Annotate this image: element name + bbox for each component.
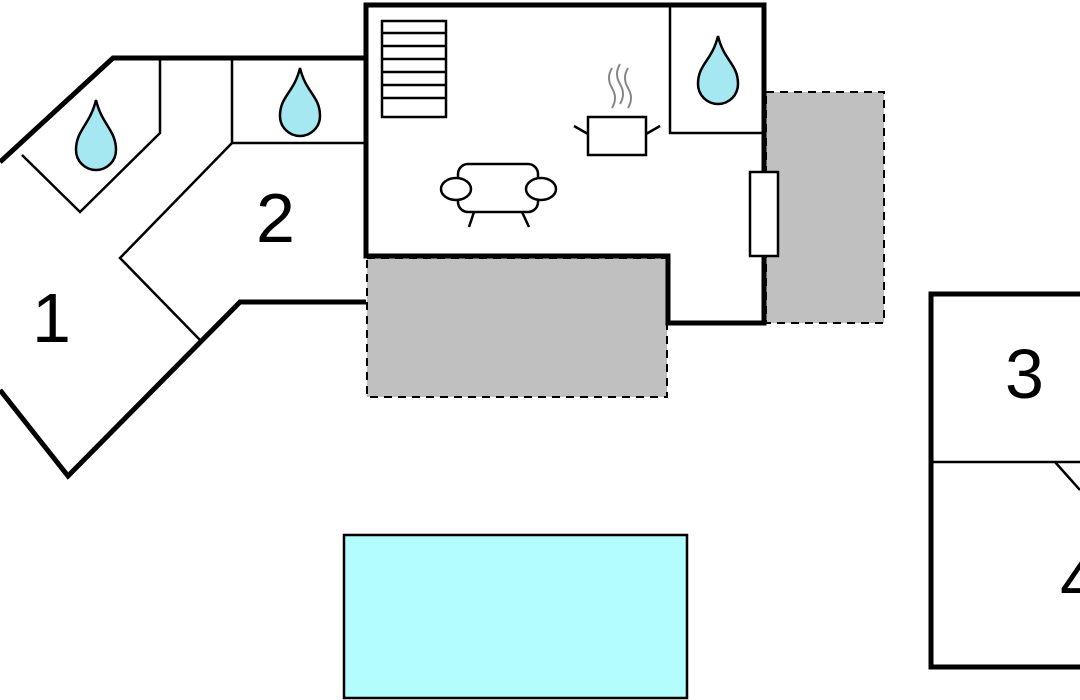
sofa-icon — [439, 162, 558, 228]
cooking-pot-icon — [573, 63, 661, 157]
water-drop-icon — [74, 99, 118, 172]
left-wing-inner-walls — [21, 58, 366, 341]
terrace-right — [765, 91, 885, 324]
terrace-bottom — [366, 257, 668, 398]
room-label-1: 1 — [32, 279, 71, 357]
room-label-3: 3 — [1005, 335, 1044, 413]
door-icon — [748, 170, 780, 258]
pool — [342, 533, 689, 700]
main-bathroom-walls — [668, 5, 764, 135]
water-drop-icon — [278, 67, 322, 138]
left-wing-walls — [0, 55, 366, 480]
main-room-walls — [363, 2, 767, 326]
right-building-walls — [928, 291, 1080, 670]
room-label-4: 4 — [1060, 541, 1080, 619]
water-drop-icon — [696, 35, 740, 106]
room-label-2: 2 — [256, 179, 295, 257]
right-building-inner-walls — [931, 460, 1080, 491]
stairs-icon — [380, 19, 448, 119]
